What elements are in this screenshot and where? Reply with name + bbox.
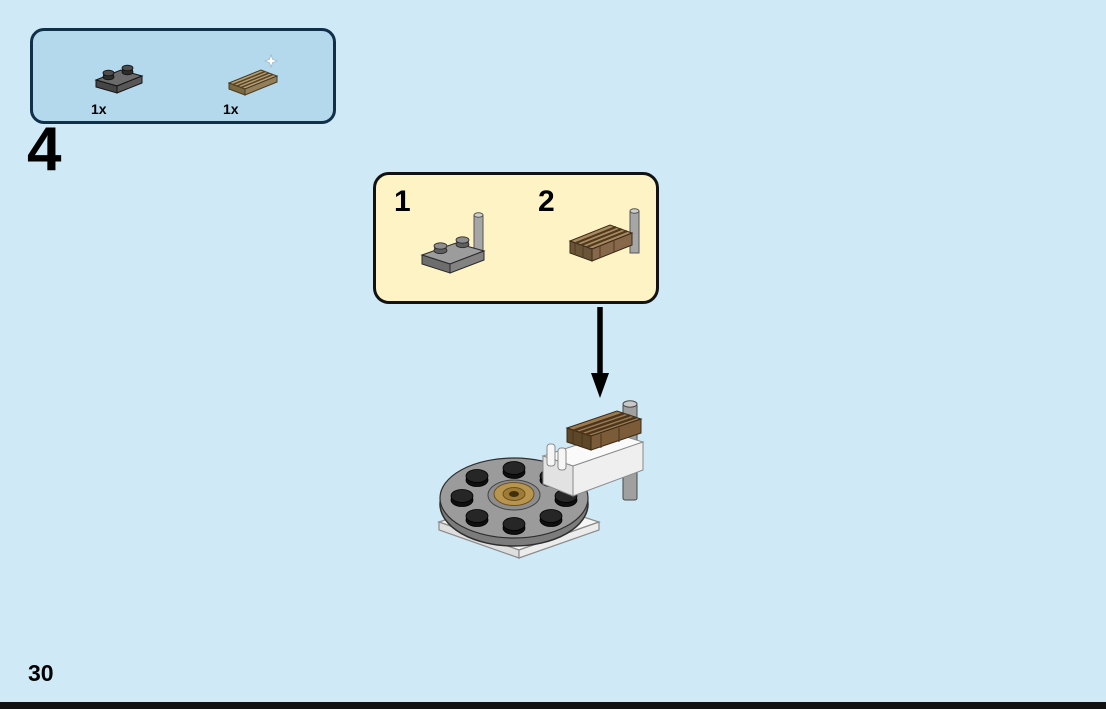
assembly-illustration [435, 392, 655, 569]
part-item: 1x [223, 53, 315, 116]
part-item: 1x [91, 53, 183, 116]
plate-1x2-part-icon [91, 53, 183, 99]
parts-callout-box: 1x 1x [30, 28, 336, 124]
part-count-label: 1x [91, 101, 107, 117]
plate-with-bar-part-icon [414, 209, 499, 286]
grille-with-bar-part-icon [562, 205, 652, 280]
part-count-label: 1x [223, 101, 239, 117]
arrow-down-icon [588, 305, 612, 406]
page-number: 30 [28, 660, 54, 686]
step-number: 4 [27, 115, 62, 184]
grille-plate-part-icon [223, 53, 315, 99]
substep-1-label: 1 [394, 185, 411, 218]
substep-callout-box: 1 2 [373, 172, 659, 304]
substep-2-label: 2 [538, 185, 555, 218]
footer-bar [0, 702, 1106, 709]
